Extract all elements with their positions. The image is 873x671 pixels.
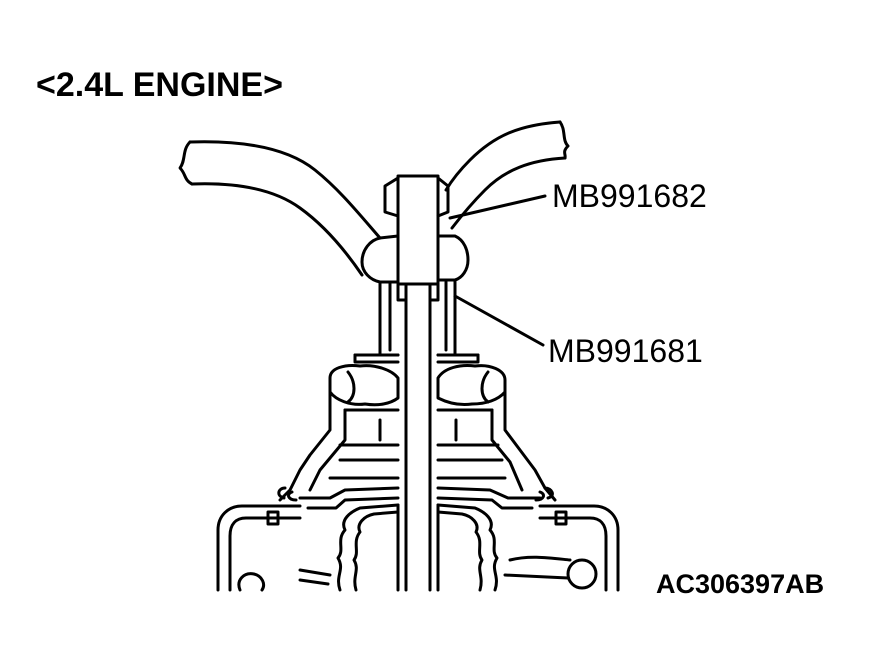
strut-mount — [277, 353, 557, 510]
diagram-title: <2.4L ENGINE> — [36, 66, 283, 104]
socket-tool — [360, 174, 470, 592]
callout-mb991682: MB991682 — [552, 178, 707, 214]
leader-lines — [448, 194, 547, 347]
strut-lower-housing — [216, 503, 620, 592]
figure-id: AC306397AB — [656, 569, 825, 599]
callout-mb991681: MB991681 — [548, 333, 703, 369]
wrench-handle — [178, 120, 570, 277]
